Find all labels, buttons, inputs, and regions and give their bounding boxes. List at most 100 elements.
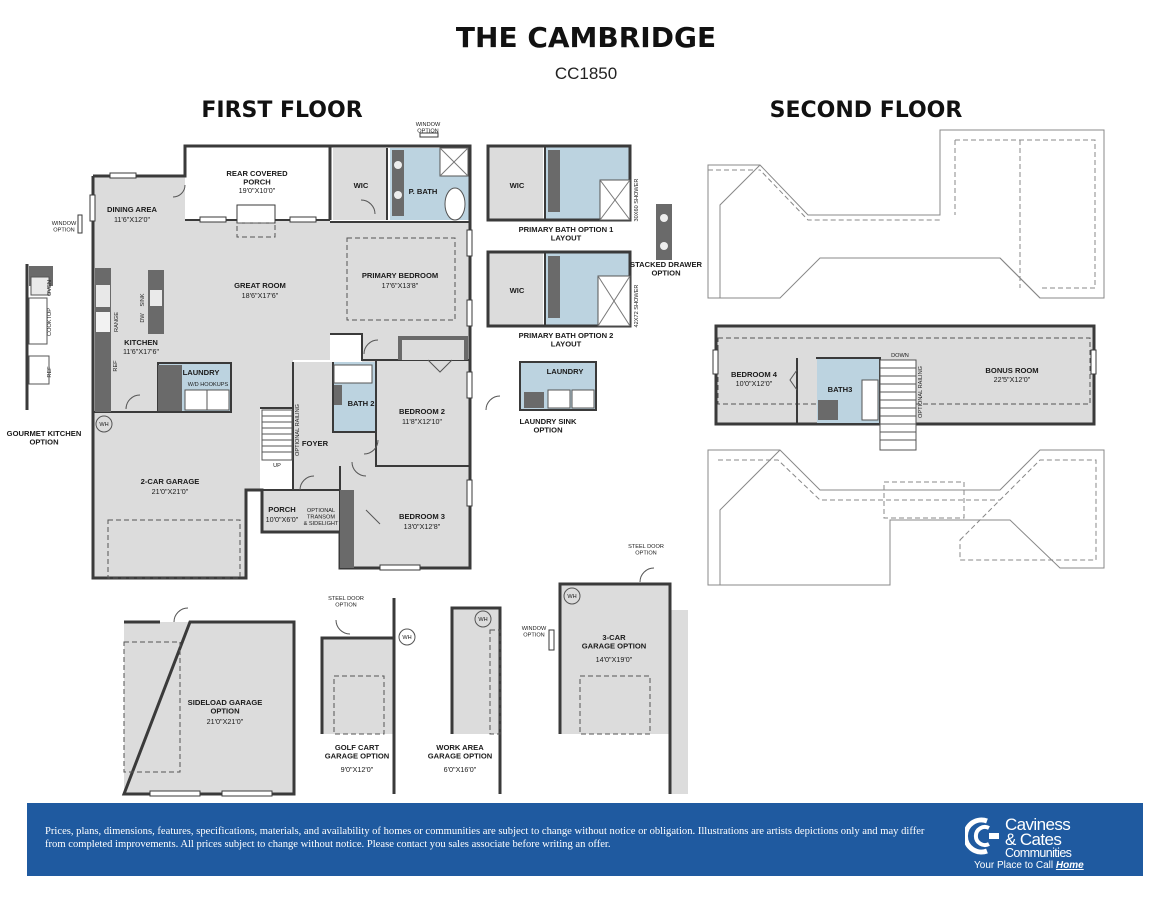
p-bath-name: P. BATH <box>409 187 438 196</box>
primary-bedroom-size: 17'6"X13'8" <box>382 281 419 290</box>
upper-railing-label: OPTIONAL RAILING <box>918 366 924 418</box>
kitchen-name: KITCHEN <box>124 338 158 347</box>
garage_options-steel_door-line: OPTION <box>335 602 356 608</box>
three-car-size: 14'0"X19'0" <box>596 655 633 664</box>
garage-size: 21'0"X21'0" <box>152 487 189 496</box>
tagline-emph: Home <box>1055 860 1084 871</box>
garage_options-window_option-line: OPTION <box>523 632 544 638</box>
brand-line2: & Cates <box>1005 830 1062 849</box>
laundry-sink-laundry: LAUNDRY <box>547 367 584 376</box>
porch-name: PORCH <box>268 505 295 514</box>
golf-cart-size: 9'0"X12'0" <box>341 765 374 774</box>
disclaimer-text: Prices, plans, dimensions, features, spe… <box>45 826 925 850</box>
bath-opt2-shower: 42X72 SHOWER <box>634 285 640 328</box>
work-area-wh: WH <box>478 617 487 623</box>
ref-label: REF <box>113 360 119 372</box>
bedroom2-name: BEDROOM 2 <box>399 407 445 416</box>
bonus-size: 22'5"X12'0" <box>994 375 1031 384</box>
gourmet-oven-label: OVEN <box>47 280 53 296</box>
first-floor-heading: FIRST FLOOR <box>201 98 362 123</box>
three-car-wh: WH <box>567 594 576 600</box>
bedroom4-size: 10'0"X12'0" <box>736 379 773 388</box>
plan-title: THE CAMBRIDGE <box>456 21 716 54</box>
stair <box>261 409 293 461</box>
first_floor-window_option_left-line: OPTION <box>53 227 74 233</box>
first_floor-window_option_top-line: OPTION <box>417 128 438 134</box>
dining-size: 11'6"X12'0" <box>114 215 151 224</box>
laundry-note: W/D HOOKUPS <box>188 382 229 388</box>
bath-opt2-wic: WIC <box>510 286 525 295</box>
first_floor-labels-transom-line: TRANSOM <box>307 514 335 520</box>
sink-label: SINK <box>140 293 146 306</box>
bedroom3-size: 13'0"X12'8" <box>404 522 441 531</box>
gourmet_kitchen-label-line: OPTION <box>29 438 58 447</box>
rear-porch-size: 19'0"X10'0" <box>239 186 276 195</box>
primary-bedroom-name: PRIMARY BEDROOM <box>362 271 438 280</box>
porch-size: 10'0"X6'0" <box>266 515 299 524</box>
bath_options-option1-line: LAYOUT <box>551 234 582 243</box>
kitchen-size: 11'6"X17'6" <box>123 347 160 356</box>
gourmet-cooktop-label: COOKTOP <box>47 308 53 336</box>
bath-opt1-shower: 30X60 SHOWER <box>634 179 640 222</box>
foyer-name: FOYER <box>302 439 329 448</box>
bath2-name: BATH 2 <box>348 399 375 408</box>
garage_options-golf_cart-name-line: GARAGE OPTION <box>325 752 390 761</box>
bath3-name: BATH3 <box>828 385 853 394</box>
bath_options-laundry_sink-line: OPTION <box>533 426 562 435</box>
dining-name: DINING AREA <box>107 205 157 214</box>
great-room-size: 18'6"X17'6" <box>242 291 279 300</box>
sideload-size: 21'0"X21'0" <box>207 717 244 726</box>
gourmet-ref-label: REF <box>47 366 53 378</box>
cc-logo-icon <box>965 817 999 855</box>
range-label: RANGE <box>114 312 120 332</box>
garage-name: 2-CAR GARAGE <box>141 477 200 486</box>
work-area-size: 6'0"X16'0" <box>444 765 477 774</box>
garage_options-sideload-name-line: OPTION <box>210 707 239 716</box>
garage_options-three_car-name-line: GARAGE OPTION <box>582 642 647 651</box>
first_floor-rooms-rear_porch-name-line: PORCH <box>243 178 270 187</box>
plan-code: CC1850 <box>555 64 617 83</box>
brand-line1: Caviness <box>1005 815 1071 834</box>
up-label: UP <box>273 463 281 469</box>
brand-tagline: Your Place to Call Home <box>974 860 1084 871</box>
great-room-name: GREAT ROOM <box>234 281 286 290</box>
second-floor-heading: SECOND FLOOR <box>770 98 963 123</box>
down-label: DOWN <box>891 353 909 359</box>
tagline-prefix: Your Place to Call <box>974 860 1056 871</box>
first_floor-labels-transom-line: & SIDELIGHT <box>304 521 339 527</box>
optional-railing-label: OPTIONAL RAILING <box>295 404 301 456</box>
wh-label: WH <box>99 422 108 428</box>
first-floor: WH RANGE SINK DW REF <box>77 132 473 580</box>
wic-name: WIC <box>354 181 369 190</box>
bonus-name: BONUS ROOM <box>985 366 1038 375</box>
bedroom3-name: BEDROOM 3 <box>399 512 445 521</box>
brand-logo[interactable]: Caviness & Cates Communities Your Place … <box>965 811 1115 871</box>
bath_options-option2-line: LAYOUT <box>551 340 582 349</box>
footer-banner: Prices, plans, dimensions, features, spe… <box>27 803 1143 876</box>
second-floor <box>707 129 1105 586</box>
golf-cart-wh: WH <box>402 635 411 641</box>
